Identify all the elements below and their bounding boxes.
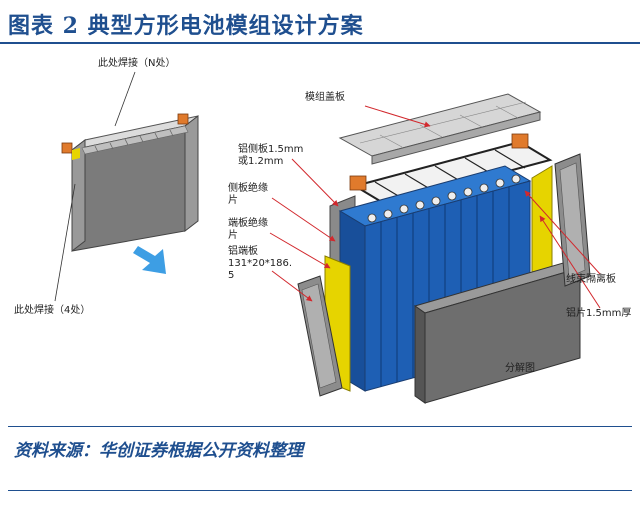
label-module-cover: 模组盖板 — [305, 90, 345, 103]
source-rule-bottom — [8, 490, 632, 491]
label-exploded-view: 分解图 — [505, 361, 535, 374]
module-cover — [338, 93, 542, 165]
source-rule-top — [8, 426, 632, 427]
assembled-module — [61, 113, 199, 253]
source-note: 资料来源：华创证券根据公开资料整理 — [14, 441, 303, 461]
module-diagram: 此处焊接（N处） 此处焊接（4处） — [0, 46, 640, 416]
harness-isolation-plate — [349, 133, 553, 206]
label-al-end-2: 131*20*186. — [228, 258, 292, 269]
label-al-side-2: 或1.2mm — [238, 155, 283, 167]
title-bar: 图表 2 典型方形电池模组设计方案 — [0, 0, 640, 44]
label-end-insul-1: 端板绝缘 — [228, 216, 268, 229]
figure-title: 图表 2 典型方形电池模组设计方案 — [8, 13, 364, 39]
label-al-side-1: 铝侧板1.5mm — [238, 142, 303, 155]
label-al-sheet: 铝片1.5mm厚 — [566, 306, 631, 319]
title-rule — [0, 42, 640, 44]
label-harness: 线束隔离板 — [566, 272, 616, 285]
module-diagram-svg: 此处焊接（N处） 此处焊接（4处） — [14, 56, 631, 404]
label-side-insul-2: 片 — [228, 193, 238, 206]
transition-arrow-icon — [133, 246, 166, 274]
left-end-plate — [297, 275, 343, 397]
label-al-end-1: 铝端板 — [228, 244, 258, 257]
label-side-insul-1: 侧板绝缘 — [228, 181, 268, 194]
front-side-plate — [413, 260, 582, 404]
exploded-module — [297, 93, 591, 404]
label-al-end-3: 5 — [228, 270, 234, 281]
label-weld-4: 此处焊接（4处） — [14, 303, 90, 316]
label-weld-n: 此处焊接（N处） — [98, 56, 175, 69]
label-end-insul-2: 片 — [228, 228, 238, 241]
